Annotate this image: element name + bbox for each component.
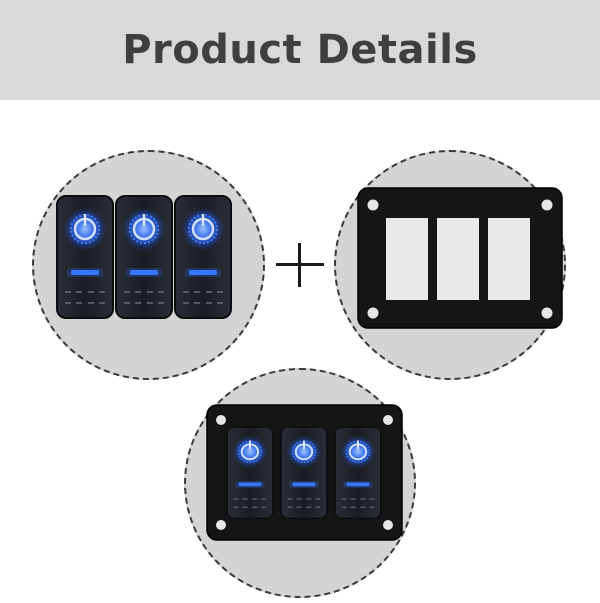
- page-title: Product Details: [122, 27, 478, 73]
- rocker-switch: [55, 194, 115, 320]
- empty-panel: [357, 187, 563, 329]
- header-banner: Product Details: [0, 0, 600, 100]
- rocker-switch: [173, 194, 233, 320]
- rocker-switch: [114, 194, 174, 320]
- plus-icon: [276, 243, 324, 287]
- assembled-panel: [206, 404, 403, 541]
